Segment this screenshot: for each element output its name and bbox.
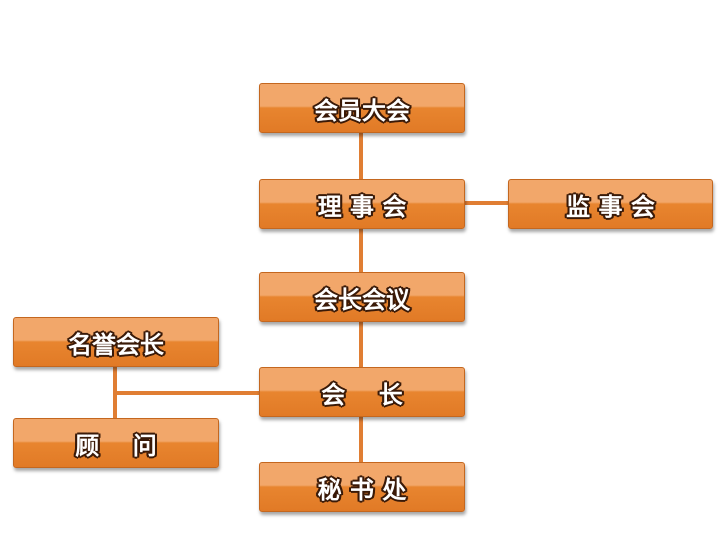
connector-assembly-council (359, 132, 363, 179)
node-label: 监 事 会 (566, 192, 655, 221)
node-secretariat: 秘 书 处 (259, 462, 465, 512)
connector-president-secretariat (359, 417, 363, 462)
node-label: 顾 问 (75, 431, 157, 460)
node-presidents-meeting: 会长会议 (259, 272, 465, 322)
node-label: 理 事 会 (317, 192, 407, 221)
node-honorary-president: 名誉会长 (13, 317, 219, 367)
node-label: 名誉会长 (68, 330, 164, 359)
node-advisor: 顾 问 (13, 418, 219, 468)
node-label: 会员大会 (314, 96, 410, 125)
node-supervisory-board: 监 事 会 (508, 179, 713, 229)
connector-council-presidents-meeting (359, 229, 363, 272)
node-general-assembly: 会员大会 (259, 83, 465, 133)
connector-council-supervisory (464, 201, 510, 205)
node-label: 会长会议 (314, 285, 410, 314)
connector-left-branch-president (113, 391, 261, 395)
node-label: 会 长 (321, 380, 403, 409)
node-label: 秘 书 处 (317, 475, 407, 504)
node-president: 会 长 (259, 367, 465, 417)
node-council: 理 事 会 (259, 179, 465, 229)
connector-meeting-president (359, 322, 363, 367)
